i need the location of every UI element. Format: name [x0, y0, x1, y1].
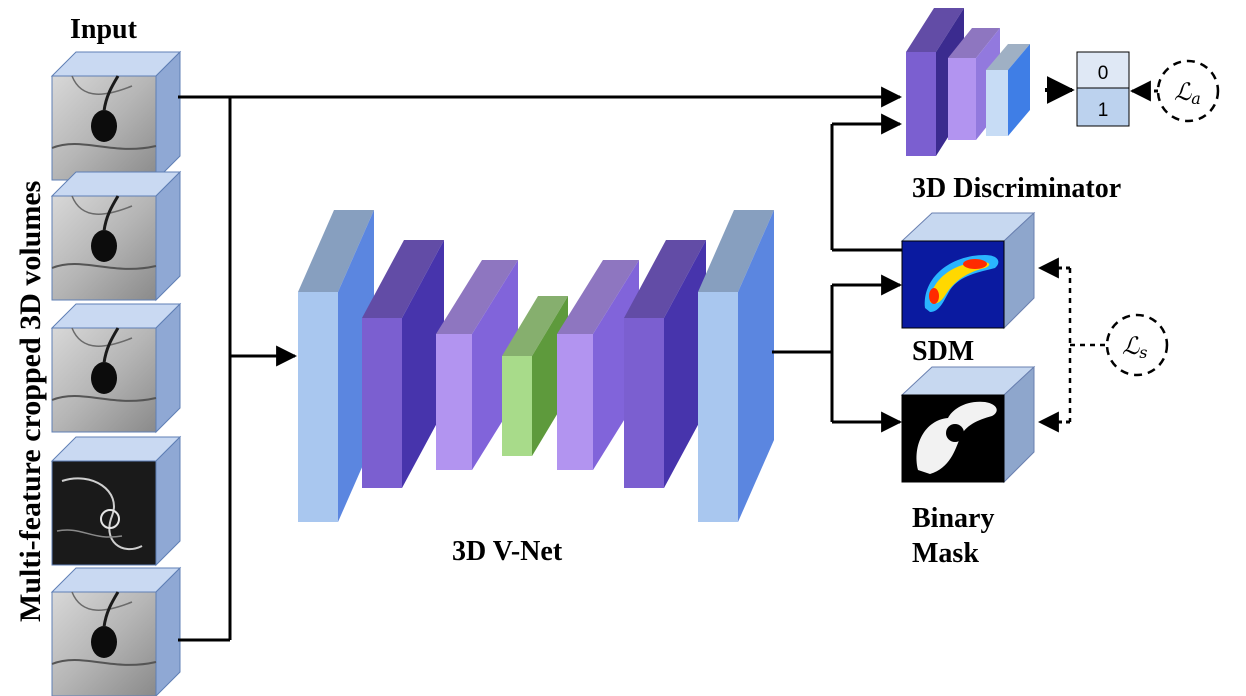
output-zero: 0	[1098, 63, 1109, 84]
sdm-volume	[900, 211, 1036, 330]
discriminator-block-3	[986, 44, 1030, 136]
discriminator-output-box: 0 1	[1076, 51, 1130, 127]
sdm-label: SDM	[912, 336, 974, 367]
binary-label-1: Binary	[912, 503, 994, 534]
input-connectors	[178, 86, 903, 642]
binary-label-2: Mask	[912, 538, 979, 569]
vnet-block-6	[698, 210, 774, 522]
svg-text:ℒa: ℒa	[1174, 78, 1201, 108]
discriminator-label: 3D Discriminator	[912, 173, 1121, 204]
side-label: Multi-feature cropped 3D volumes	[14, 181, 47, 622]
input-title: Input	[70, 14, 138, 45]
binary-mask-volume	[900, 365, 1036, 484]
vnet-blocks	[298, 210, 774, 522]
input-volume-2	[50, 170, 182, 302]
input-volumes	[50, 50, 182, 696]
output-one: 1	[1098, 100, 1109, 121]
segmentation-loss: ℒs	[1037, 257, 1169, 433]
input-volume-5	[50, 566, 182, 696]
input-volume-3	[50, 302, 182, 434]
discriminator-blocks	[906, 8, 1030, 156]
svg-text:ℒs: ℒs	[1122, 332, 1148, 362]
input-volume-1	[50, 50, 182, 182]
vnet-block-2	[362, 240, 444, 488]
vnet-label: 3D V-Net	[452, 536, 563, 567]
vnet-block-3	[436, 260, 518, 470]
input-volume-4	[50, 435, 182, 567]
adversarial-loss: ℒa	[1129, 59, 1220, 123]
vnet-block-5	[624, 240, 706, 488]
vnet-output-connectors	[772, 113, 903, 433]
